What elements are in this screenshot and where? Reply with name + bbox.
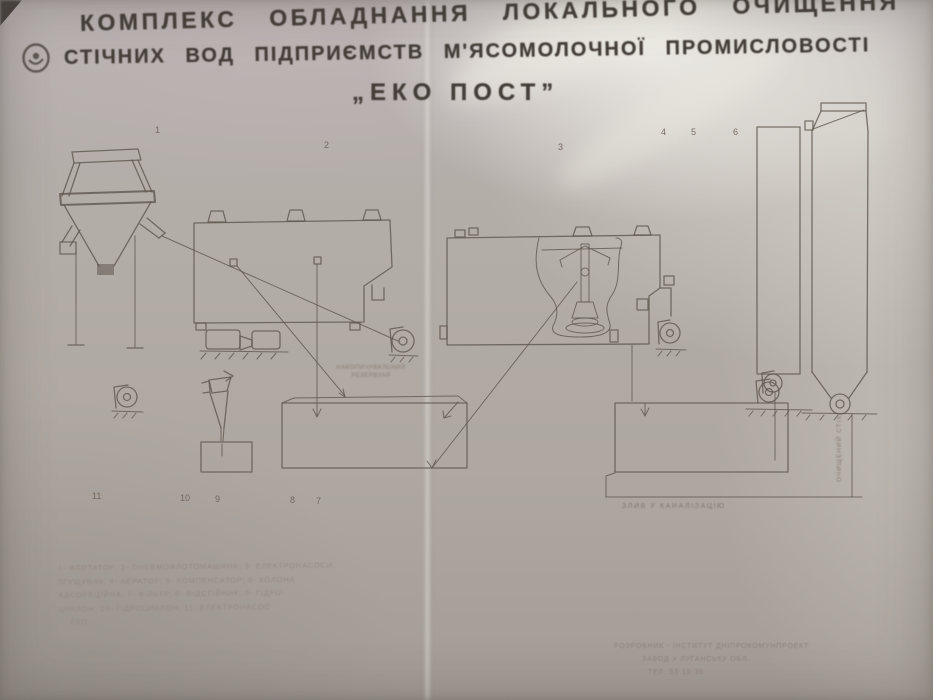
developer-block: РОЗРОБНИК - ІНСТИТУТ ДНІПРОКОМУНПРОЕКТ З…: [614, 640, 809, 679]
callout-2: 2: [324, 140, 329, 150]
callout-8: 8: [290, 495, 295, 505]
flotator-unit: [59, 148, 166, 349]
sludge-tank-label-line1: НАКОПИЧУВАЛЬНИЙ: [336, 365, 406, 371]
poster-title-line3: „ЕКО ПОСТ”: [352, 79, 560, 106]
quality-stamp-icon: [19, 40, 53, 83]
callout-6: 6: [733, 127, 738, 137]
developer-line-2: ЗАВОД У ЛУГАНСЬКУ ОБЛ.: [642, 656, 751, 663]
aerator-tank: [426, 225, 675, 469]
callout-9: 9: [215, 494, 220, 504]
aerator-pump: [655, 319, 687, 357]
developer-line-1: РОЗРОБНИК - ІНСТИТУТ ДНІПРОКОМУНПРОЕКТ: [614, 643, 810, 650]
callout-4: 4: [661, 127, 666, 137]
pipes-flotation: [161, 235, 399, 418]
developer-line-3: ТЕЛ. 53-19-39: [648, 669, 704, 676]
callout-1: 1: [155, 125, 160, 135]
callout-numbers: 1 2 3 4 5 6 11 10 9 8 7: [92, 125, 738, 506]
legend-block: 1- ФЛОТАТОР; 2- ПНЕВМОФЛОТОМАШИНА; 3- ЕЛ…: [58, 559, 337, 629]
callout-10: 10: [180, 493, 190, 503]
sludge-tank-label: НАКОПИЧУВАЛЬНИЙ РЕЗЕРВУАР: [326, 364, 416, 380]
blower-unit: [388, 326, 419, 363]
paper-fold-line: [423, 0, 432, 700]
pneumo-floto-machine: [193, 209, 393, 360]
sludge-tank-right: [605, 370, 863, 498]
adsorption-column: [801, 102, 878, 421]
drain-label: ЗЛИВ У КАНАЛІЗАЦІЮ: [622, 503, 726, 510]
callout-11: 11: [92, 491, 101, 501]
hydrocyclone: [200, 370, 253, 473]
sludge-tank-label-line2: РЕЗЕРВУАР: [351, 373, 391, 379]
effluent-label: ОЧИЩЕНИЙ СТІК: [836, 414, 843, 482]
callout-7: 7: [316, 496, 321, 506]
legend-line-5: ЕКО: [70, 617, 88, 627]
settling-tank-middle: [281, 395, 468, 469]
filter-column: [745, 126, 813, 417]
callout-3: 3: [558, 142, 563, 152]
small-pump: [111, 384, 144, 419]
callout-5: 5: [691, 127, 696, 137]
